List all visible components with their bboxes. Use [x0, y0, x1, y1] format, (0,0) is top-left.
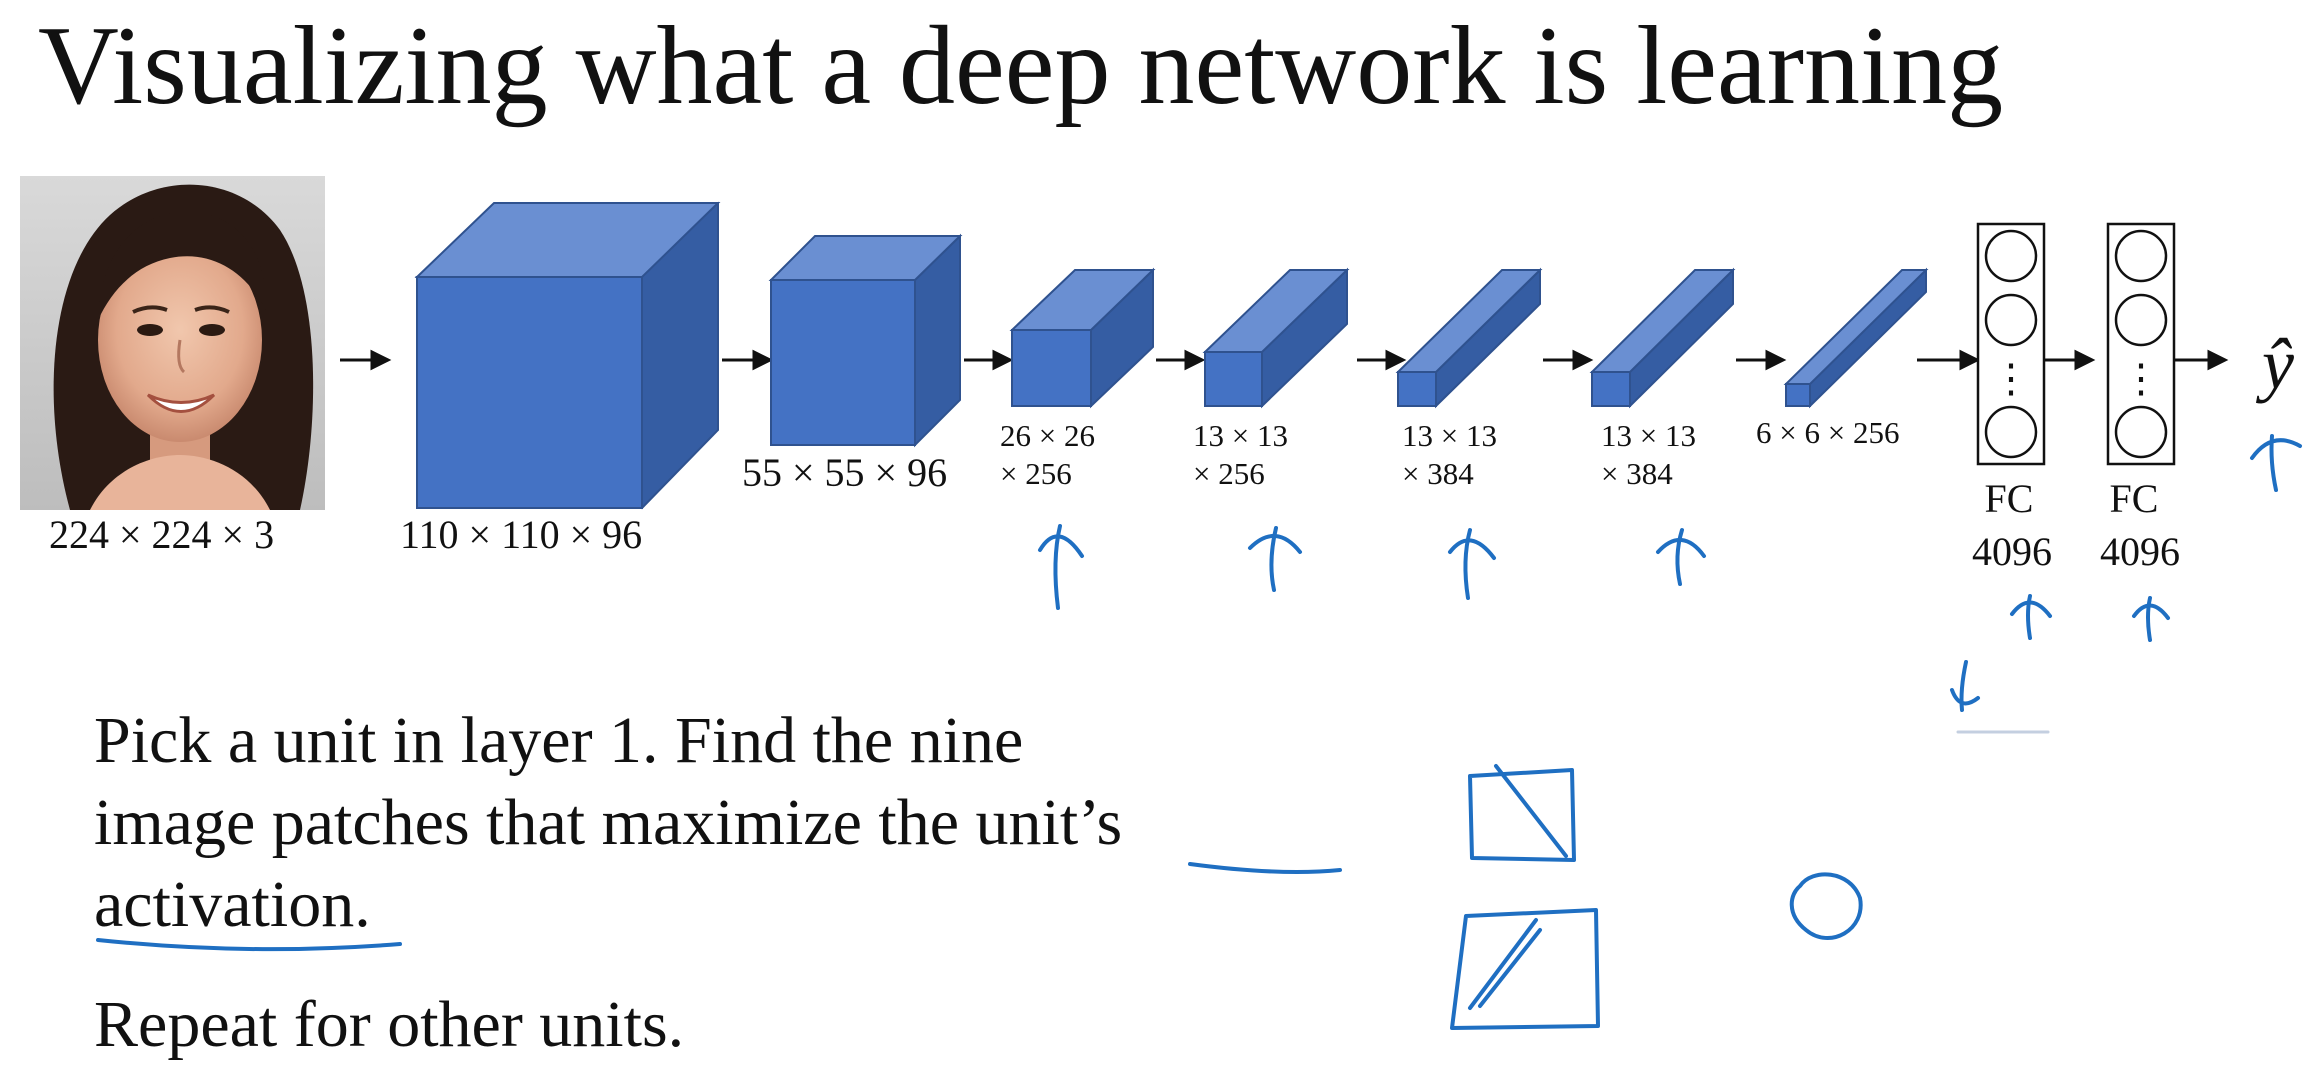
conv-volumes — [417, 203, 1926, 508]
fc-2-label: FC — [2110, 476, 2159, 521]
layer-7-dims: 6 × 6 × 256 — [1756, 415, 1899, 450]
instruction-line-2: image patches that maximize the unit’s — [94, 782, 1122, 864]
layer-4-dims-line2: × 256 — [1193, 456, 1265, 491]
volume-layer-4 — [1205, 270, 1347, 406]
pointer-arrow-fc-2 — [2134, 598, 2168, 640]
volume-layer-6 — [1592, 270, 1733, 406]
layer-4-dims-line1: 13 × 13 — [1193, 418, 1288, 453]
pointer-arrow-fc-1 — [2012, 596, 2050, 638]
unit-underline — [1190, 864, 1340, 872]
layer-3-dims-line1: 26 × 26 — [1000, 418, 1095, 453]
instruction-paragraph: Pick a unit in layer 1. Find the nine im… — [94, 700, 1122, 946]
pointer-arrow-layer-6 — [1658, 530, 1704, 584]
repeat-instruction: Repeat for other units. — [94, 984, 684, 1066]
activation-word: activation — [94, 868, 354, 941]
fc-1-ellipsis: ⋮ — [1991, 356, 2031, 402]
volume-layer-3 — [1012, 270, 1153, 406]
fc-layer-1: ⋮ FC 4096 — [1972, 224, 2052, 574]
layer-6-dims-line1: 13 × 13 — [1601, 418, 1696, 453]
fc-2-size: 4096 — [2100, 529, 2180, 574]
layer-5-dims-line2: × 384 — [1402, 456, 1474, 491]
fc-layer-2: ⋮ FC 4096 — [2100, 224, 2180, 574]
layer-5-dims-line1: 13 × 13 — [1402, 418, 1497, 453]
layer-3-dims-line2: × 256 — [1000, 456, 1072, 491]
fc-1-size: 4096 — [1972, 529, 2052, 574]
instruction-line-2-text: image patches that maximize the — [94, 786, 976, 859]
down-arrow-mark — [1952, 662, 1978, 710]
patch-sketch-2 — [1452, 910, 1598, 1028]
instruction-line-3: activation. — [94, 864, 1122, 946]
input-image — [20, 176, 325, 510]
unit-word: unit’s — [976, 786, 1123, 859]
volume-layer-1 — [417, 203, 718, 508]
fc-1-label: FC — [1985, 476, 2034, 521]
patch-sketch-1 — [1470, 766, 1574, 860]
pointer-arrow-output — [2252, 436, 2300, 490]
period: . — [354, 868, 371, 941]
instruction-line-1: Pick a unit in layer 1. Find the nine — [94, 700, 1122, 782]
circle-sketch — [1792, 874, 1861, 938]
input-dims-label: 224 × 224 × 3 — [49, 512, 274, 557]
volume-layer-5 — [1398, 270, 1540, 406]
fc-2-ellipsis: ⋮ — [2121, 356, 2161, 402]
pointer-arrow-layer-5 — [1450, 530, 1494, 598]
pointer-arrow-layer-4 — [1250, 528, 1300, 590]
volume-layer-7 — [1786, 270, 1926, 406]
layer-6-dims-line2: × 384 — [1601, 456, 1673, 491]
layer-2-dims: 55 × 55 × 96 — [742, 450, 947, 495]
layer-1-dims: 110 × 110 × 96 — [400, 512, 642, 557]
pointer-arrow-layer-3 — [1040, 526, 1082, 608]
output-y-hat: ŷ — [2255, 324, 2294, 404]
volume-layer-2 — [771, 236, 960, 445]
